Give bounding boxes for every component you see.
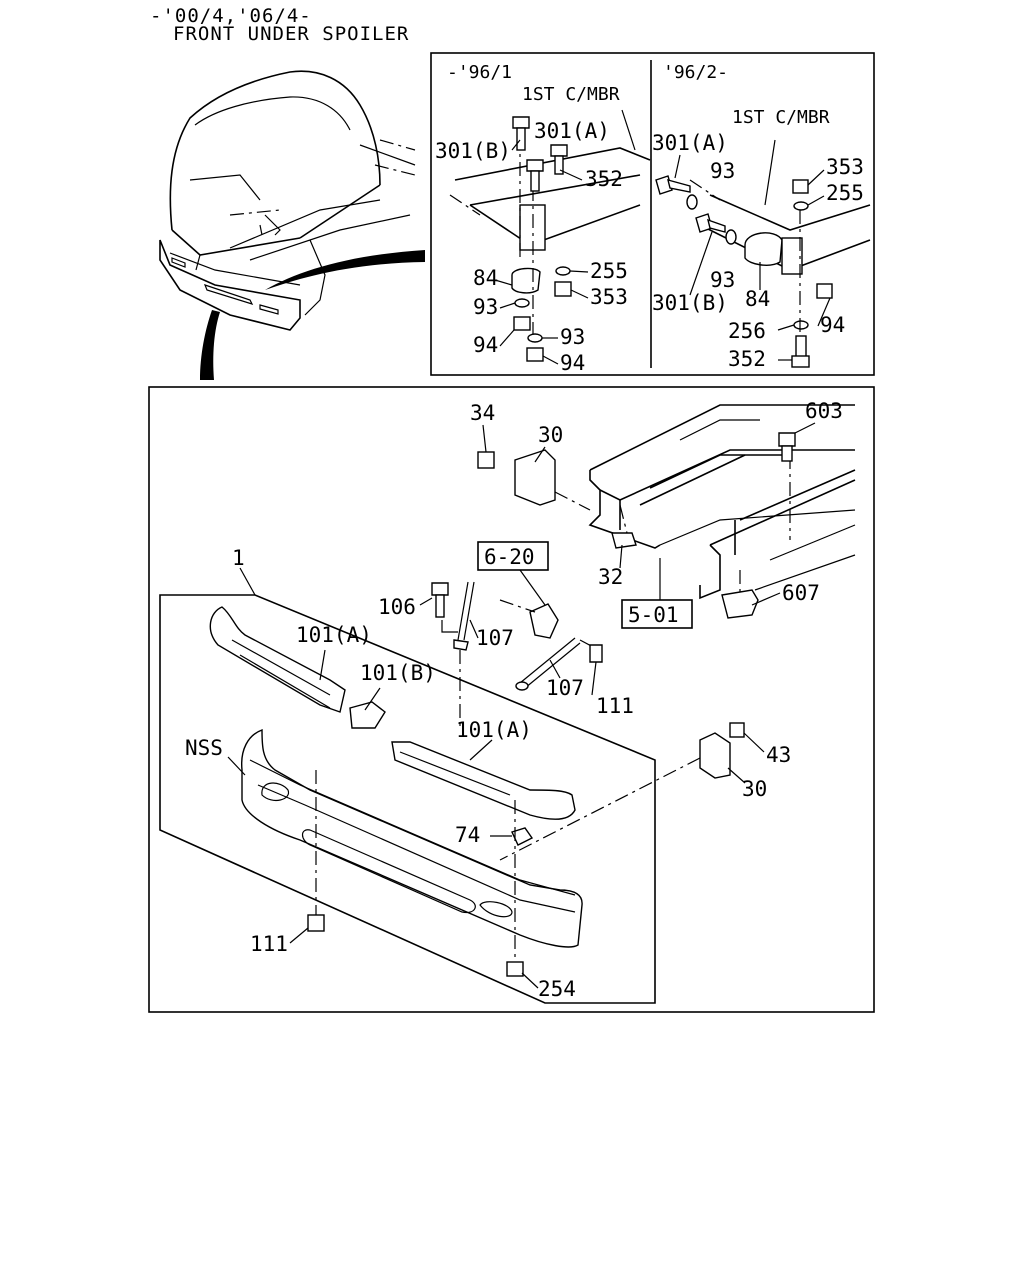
inset-left-member-label: 1ST C/MBR — [522, 84, 620, 105]
header-revision: -'00/4,'06/4- — [150, 5, 312, 27]
inset-frame — [430, 52, 875, 376]
inset-right-label-352: 352 — [728, 347, 766, 371]
inset-left-label-353: 353 — [590, 285, 628, 309]
label-1: 1 — [232, 546, 245, 570]
truck-cab-illustration — [159, 70, 425, 380]
bracket-right-drawing — [499, 722, 745, 861]
inset-right-label-255: 255 — [826, 181, 864, 205]
label-30-lower: 30 — [742, 777, 767, 801]
label-6-20: 6-20 — [484, 545, 535, 569]
inset-right-label-94: 94 — [820, 313, 845, 337]
main-frame — [148, 386, 875, 1013]
label-nss: NSS — [185, 736, 223, 760]
label-101a-upper: 101(A) — [296, 623, 372, 647]
label-107-upper: 107 — [476, 626, 514, 650]
leader-lines — [227, 139, 831, 989]
nut-111-drawing — [307, 914, 325, 932]
label-254: 254 — [538, 977, 576, 1001]
inset-right-drawing — [655, 139, 871, 368]
inset-right-label-84: 84 — [745, 287, 770, 311]
inset-right-label-301a: 301(A) — [652, 131, 728, 155]
label-30-upper: 30 — [538, 423, 563, 447]
inset-left-label-301a: 301(A) — [534, 119, 610, 143]
label-101b: 101(B) — [360, 661, 436, 685]
inset-left-label-301b: 301(B) — [435, 139, 511, 163]
inset-left-label-93b: 93 — [560, 325, 585, 349]
inset-left-label-93a: 93 — [473, 295, 498, 319]
label-603: 603 — [805, 399, 843, 423]
inset-left-label-94a: 94 — [473, 333, 498, 357]
spoiler-upper-left-drawing — [209, 606, 386, 729]
clip-74-drawing — [511, 827, 534, 846]
label-111-lower: 111 — [250, 932, 288, 956]
inset-right-label-301b: 301(B) — [652, 291, 728, 315]
label-43: 43 — [766, 743, 791, 767]
assembly-outline — [159, 594, 656, 1004]
inset-left-label-255: 255 — [590, 259, 628, 283]
label-74: 74 — [455, 823, 480, 847]
spoiler-main-body-drawing — [241, 729, 583, 948]
inset-right-label-256: 256 — [728, 319, 766, 343]
nut-254-drawing — [506, 961, 524, 977]
label-34: 34 — [470, 401, 495, 425]
inset-left-title: -'96/1 — [447, 62, 512, 83]
label-5-01-box — [621, 599, 693, 629]
inset-left-label-352: 352 — [585, 167, 623, 191]
inset-left-label-84: 84 — [473, 266, 498, 290]
label-107-lower: 107 — [546, 676, 584, 700]
inset-right-label-93a: 93 — [710, 159, 735, 183]
inset-left-drawing — [449, 109, 651, 362]
inset-right-label-93b: 93 — [710, 268, 735, 292]
label-6-20-box — [477, 541, 549, 571]
label-111-upper: 111 — [596, 694, 634, 718]
inset-left-label-94b: 94 — [560, 351, 585, 375]
label-106: 106 — [378, 595, 416, 619]
inset-right-title: '96/2- — [663, 62, 728, 83]
inset-right-member-label: 1ST C/MBR — [732, 107, 830, 128]
stay-drawing — [431, 581, 603, 730]
spoiler-upper-right-drawing — [391, 741, 576, 820]
header-title: FRONT UNDER SPOILER — [173, 23, 410, 45]
label-607: 607 — [782, 581, 820, 605]
label-5-01: 5-01 — [628, 603, 679, 627]
inset-right-label-353: 353 — [826, 155, 864, 179]
label-32: 32 — [598, 565, 623, 589]
label-101a-lower: 101(A) — [456, 718, 532, 742]
